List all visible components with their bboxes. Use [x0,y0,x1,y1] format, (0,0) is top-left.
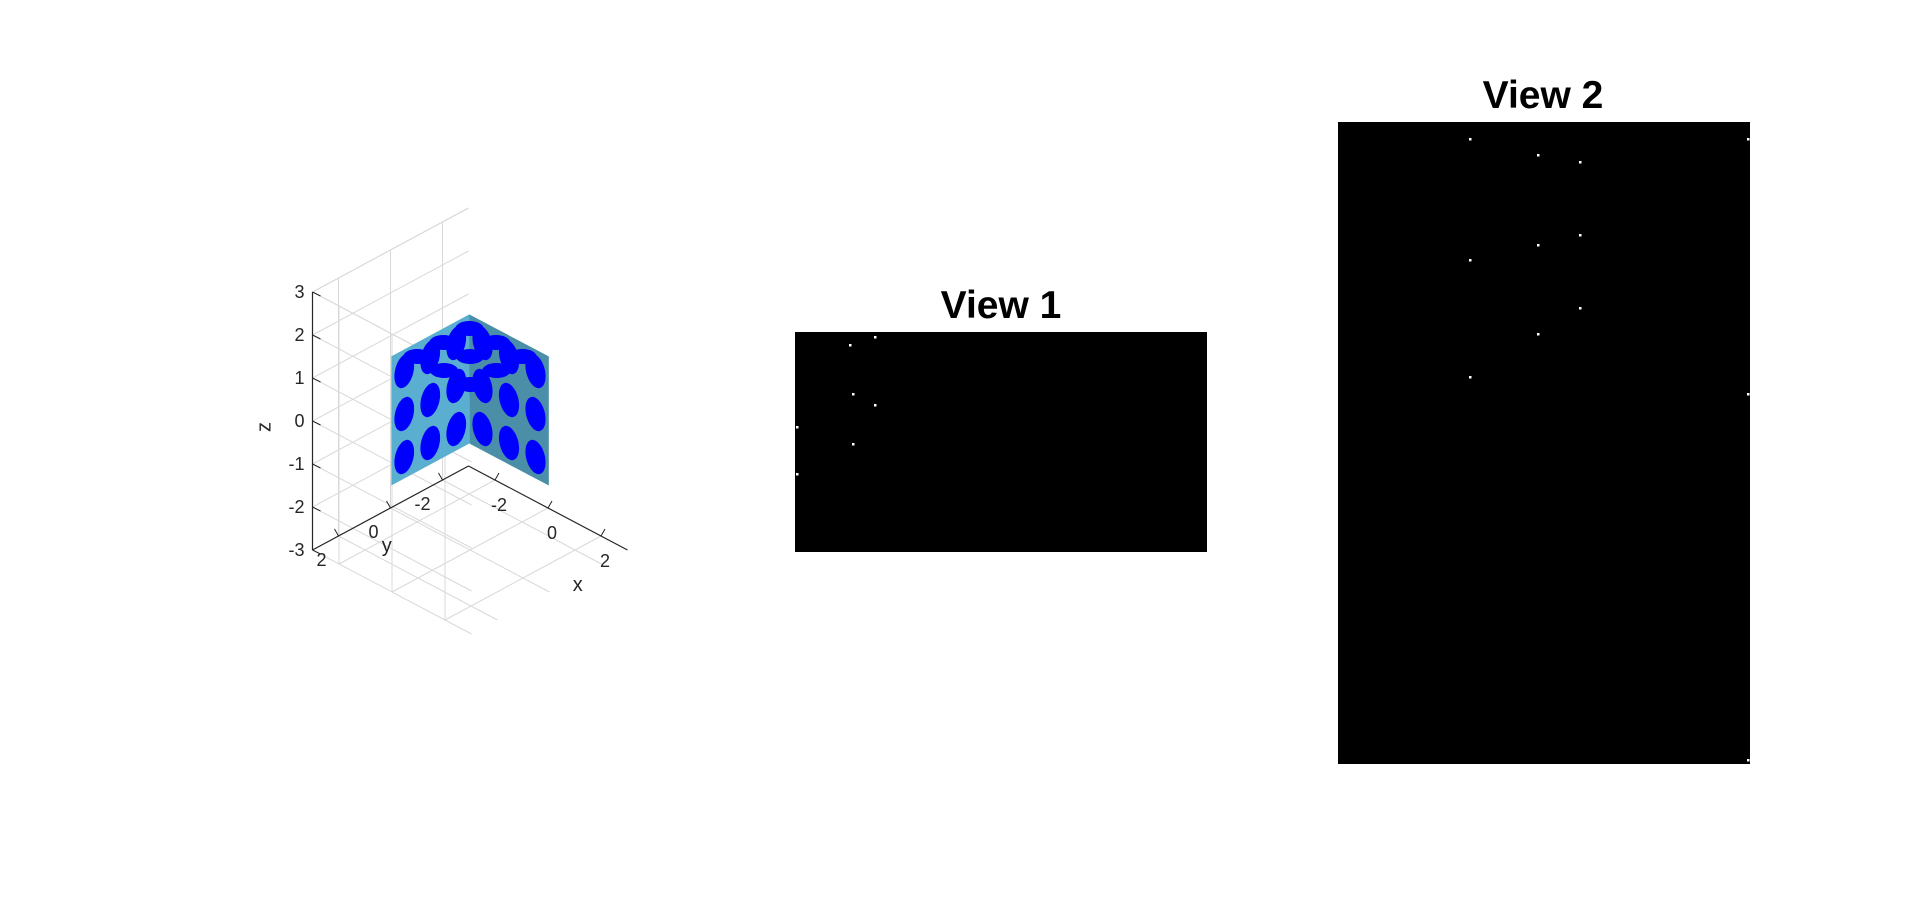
left-face-dot [446,411,467,447]
left-face-dot [394,353,415,389]
z-tick [312,291,321,297]
3d-axes: -2 0 2 -2 0 2 -3 -2 -1 0 1 2 3 x y z [254,207,628,635]
view-1-image [795,332,1207,552]
x-tick-label: 0 [547,523,557,543]
surface-dots [394,321,546,475]
cube [391,314,549,486]
image-point [874,404,877,407]
top-dot [482,363,511,378]
image-point [1469,138,1472,141]
z-tick [312,549,321,555]
z-tick-label: 1 [294,368,304,388]
left-face-dot [420,425,441,461]
z-tick [312,334,321,340]
image-point [1537,154,1540,157]
image-point [1747,138,1750,141]
view-2-image [1338,122,1750,764]
right-face-dot [525,353,546,389]
view-2-points [1469,138,1750,762]
image-point [1579,161,1582,164]
x-tick-label: 2 [600,551,610,571]
z-tick [312,463,321,469]
image-point [1537,333,1540,336]
top-dot [455,349,485,364]
image-point [1747,759,1750,762]
z-tick-label: -2 [288,497,304,517]
z-tick [312,506,321,512]
z-tick-label: -1 [288,454,304,474]
x-tick [547,500,553,509]
x-axis-label: x [573,574,583,596]
left-face-dot [446,368,467,404]
y-tick-label: 0 [368,522,378,542]
right-face-dot [498,425,520,461]
left-face-dot [420,339,441,375]
left-face-dot [394,396,415,432]
image-point [796,473,799,476]
image-point [1579,234,1582,237]
image-point [1747,393,1750,396]
z-tick [312,420,321,426]
y-axis-label: y [382,535,392,557]
view-2-title: View 2 [1483,74,1604,117]
image-point [1469,376,1472,379]
image-point [852,443,855,446]
y-tick [438,472,443,481]
top-dot [456,377,485,392]
view-1-title: View 1 [941,284,1062,327]
y-tick [386,500,391,509]
right-face-dot [525,396,546,432]
y-tick-label: -2 [414,494,430,514]
y-tick [334,528,339,537]
z-tick-label: 0 [294,411,304,431]
y-tick-label: 2 [316,550,326,570]
x-tick [494,472,500,481]
image-point [796,426,799,429]
x-tick [600,528,606,537]
tick-labels: -2 0 2 -2 0 2 -3 -2 -1 0 1 2 3 [288,282,610,571]
top-dot [429,363,459,378]
z-tick-label: 3 [294,282,304,302]
x-tick-label: -2 [491,495,507,515]
image-point [1537,244,1540,247]
right-face-dot [472,411,493,447]
image-point [874,336,877,339]
z-tick-label: -3 [288,540,304,560]
z-tick-label: 2 [294,325,304,345]
right-face-dot [525,439,546,475]
image-point [852,393,855,396]
image-point [1579,307,1582,310]
grid-line [338,535,498,621]
view-2-axes: View 2 [1338,74,1750,764]
image-point [1469,259,1472,262]
z-tick [312,377,321,383]
left-face-dot [394,439,415,475]
right-face-dot [498,382,520,418]
view-1-points [796,336,877,476]
left-face-dot [420,382,441,418]
image-point [849,344,852,347]
z-axis-label: z [254,422,276,432]
view-1-axes: View 1 [795,284,1207,552]
